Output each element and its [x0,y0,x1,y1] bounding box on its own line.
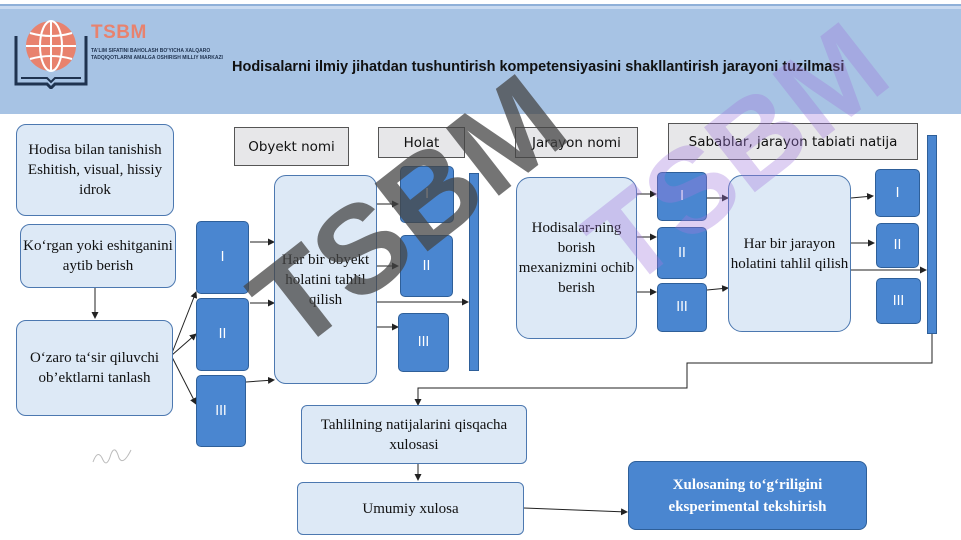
state-collector-bar [469,173,479,371]
arrow-iii-to-object [245,376,275,384]
process-analysis-box: Har bir jarayon holatini tahlil qilish [728,175,851,332]
process-num-i: I [657,172,707,221]
state-num-i: I [400,166,454,223]
tag-object-name: Obyekt nomi [234,127,349,166]
verification-box: Xulosaning to‘g‘riligini eksperimental t… [628,461,867,530]
mechanism-box: Hodisalar-ning borish mexanizmini ochib … [516,177,637,339]
globe-book-icon [14,20,88,91]
select-objects-box: O‘zaro ta‘sir qiluvchi ob’ektlarni tanla… [16,320,173,416]
result-num-ii: II [876,223,919,268]
object-num-i: I [196,221,249,294]
logo-brand-text: TSBM [91,22,147,43]
process-num-ii: II [657,227,707,279]
state-num-iii: III [398,313,449,372]
object-analysis-box: Har bir obyekt holatini tahlil qilish [274,175,377,384]
retell-box: Ko‘rgan yoki eshitganini aytib berish [20,224,176,288]
page-title: Hodisalarni ilmiy jihatdan tushuntirish … [232,59,845,75]
arrow-select-to-iii [171,356,197,405]
summary-box: Tahlilning natijalarini qisqacha xulosas… [301,405,527,464]
result-collector-bar [927,135,937,334]
general-conclusion-box: Umumiy xulosa [297,482,524,535]
tsbm-logo: TSBM Ta'lim sifatini baholash bo'yicha x… [14,14,223,91]
header-banner: TSBM Ta'lim sifatini baholash bo'yicha x… [0,4,961,114]
process-num-iii: III [657,283,707,332]
arrow-select-to-i [171,291,198,354]
logo-subtitle: Ta'lim sifatini baholash bo'yicha xalqar… [91,48,223,61]
state-num-ii: II [400,235,453,297]
signature-mark [92,449,132,464]
result-num-i: I [875,169,920,217]
arrow-proc-iii-to-analysis [706,285,729,293]
object-num-iii: III [196,375,246,447]
arrow-analysis-to-res-i [850,193,874,201]
header-top-line [0,6,961,9]
arrow-select-to-ii [171,333,197,356]
result-num-iii: III [876,278,921,324]
object-num-ii: II [196,298,249,371]
arrow-bar-to-summary [414,334,933,406]
tag-process-name: Jarayon nomi [515,127,638,158]
arrow-general-to-verification [523,507,628,516]
tag-state: Holat [378,127,465,158]
tag-causes: Sabablar, jarayon tabiati natija [668,123,918,160]
intro-box: Hodisa bilan tanishish Eshitish, visual,… [16,124,174,216]
